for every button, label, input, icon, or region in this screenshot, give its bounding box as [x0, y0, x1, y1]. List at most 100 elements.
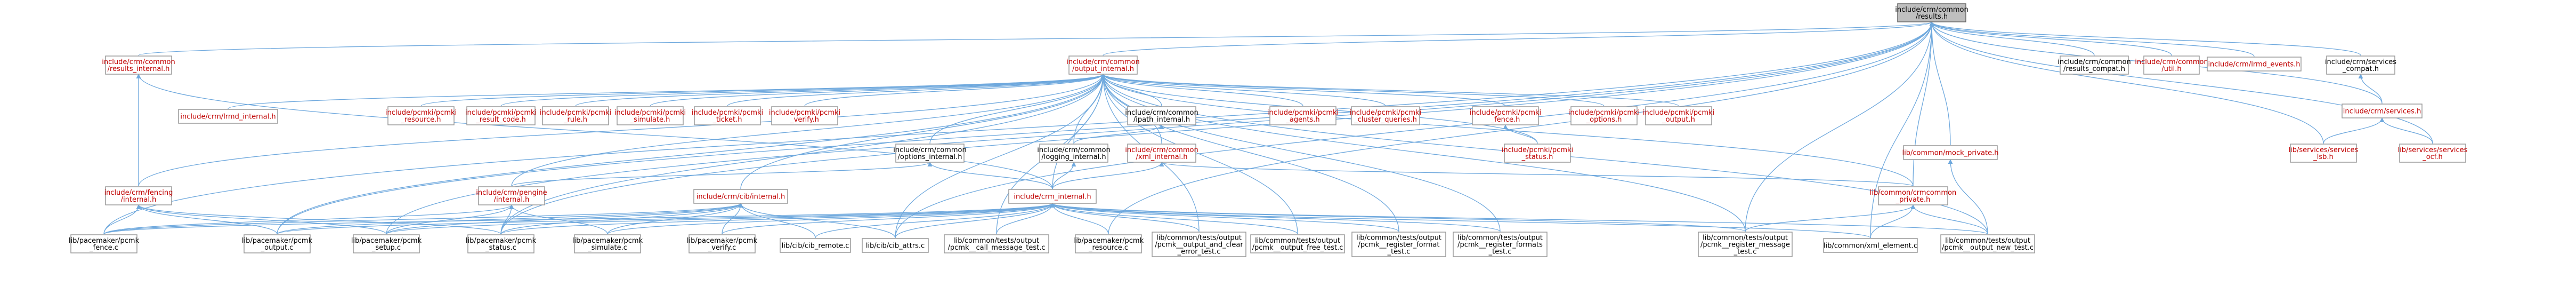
- graph-node-resource-c[interactable]: lib/pacemaker/pcmk_resource.c: [1073, 234, 1144, 253]
- node-label-line: lib/pacemaker/pcmk: [69, 237, 140, 245]
- edge-cib_internal-to-fence_c: [103, 203, 743, 235]
- graph-node-util[interactable]: include/crm/common/util.h: [2135, 55, 2208, 75]
- node-box: [70, 234, 137, 253]
- node-label-line: _ocf.h: [2422, 153, 2443, 161]
- edge-output_internal-to-pengine_internal: [511, 74, 1106, 187]
- graph-node-setup-c[interactable]: lib/pacemaker/pcmk_setup.c: [351, 234, 422, 253]
- edge-fencing_internal-to-output_c: [136, 204, 278, 235]
- graph-node-call-message-test[interactable]: lib/common/tests/output/pcmk__call_messa…: [944, 234, 1049, 253]
- node-label-line: lib/common/tests/output: [1255, 237, 1340, 245]
- graph-node-pcmki-output[interactable]: include/pcmki/pcmki_output.h: [1643, 106, 1714, 125]
- graph-node-fencing-internal[interactable]: include/crm/fencing/internal.h: [104, 186, 173, 205]
- graph-node-output-and-clear[interactable]: lib/common/tests/output/pcmk__output_and…: [1152, 232, 1246, 257]
- graph-node-fence-c[interactable]: lib/pacemaker/pcmk_fence.c: [69, 234, 140, 253]
- graph-node-lrmd-events[interactable]: include/crm/lrmd_events.h: [2207, 57, 2302, 72]
- node-box: [2290, 144, 2357, 163]
- edge-root-to-mock_private: [1929, 21, 1951, 146]
- edge-crm_internal-to-register_format: [1050, 203, 1399, 232]
- node-label-line: include/crm/lrmd_internal.h: [180, 113, 276, 121]
- graph-node-cib-remote-c[interactable]: lib/cib/cib_remote.c: [780, 238, 851, 253]
- graph-node-pcmki-resource[interactable]: include/pcmki/pcmki_resource.h: [385, 106, 457, 125]
- graph-node-verify-c[interactable]: lib/pacemaker/pcmk_verify.c: [687, 234, 758, 253]
- graph-node-xml-element-c[interactable]: lib/common/xml_element.c: [1823, 238, 1918, 253]
- node-box: [944, 234, 1049, 253]
- graph-node-output-c[interactable]: lib/pacemaker/pcmk_output.c: [242, 234, 313, 253]
- graph-node-pengine-internal[interactable]: include/crm/pengine/internal.h: [476, 186, 547, 205]
- node-label-line: include/crm/common: [1125, 109, 1198, 117]
- graph-node-register-message[interactable]: lib/common/tests/output/pcmk__register_m…: [1698, 232, 1793, 257]
- graph-node-crm-internal[interactable]: include/crm_internal.h: [1008, 189, 1097, 204]
- graph-node-output-internal[interactable]: include/crm/common/output_internal.h: [1066, 55, 1140, 75]
- graph-node-cib-internal[interactable]: include/crm/cib/internal.h: [693, 189, 788, 204]
- node-label-line: include/crm/common: [1125, 146, 1198, 154]
- edge-ipath_internal-to-logging_internal: [1073, 124, 1164, 144]
- node-label-line: lib/common/tests/output: [1356, 234, 1441, 242]
- graph-node-register-formats[interactable]: lib/common/tests/output/pcmk__register_f…: [1453, 232, 1548, 257]
- graph-node-results-compat[interactable]: include/crm/common/results_compat.h: [2057, 55, 2131, 75]
- edge-output_internal-to-crmcommon_private: [1100, 74, 1914, 187]
- graph-node-cib-attrs-c[interactable]: lib/cib/cib_attrs.c: [862, 238, 929, 253]
- node-box: [771, 106, 838, 125]
- graph-node-pcmki-agents[interactable]: include/pcmki/pcmki_agents.h: [1267, 106, 1339, 125]
- graph-node-logging-internal[interactable]: include/crm/common/logging_internal.h: [1037, 144, 1111, 163]
- graph-node-mock-private[interactable]: lib/common/mock_private.h: [1902, 145, 1999, 160]
- graph-node-pcmki-cluster-queries[interactable]: include/pcmki/pcmki_cluster_queries.h: [1350, 106, 1421, 125]
- edge-fencing_internal-to-status_c: [136, 204, 501, 235]
- node-label-line: lib/cib/cib_attrs.c: [866, 242, 925, 250]
- edge-output_internal-to-register_formats: [1100, 74, 1501, 232]
- graph-node-services-h[interactable]: include/crm/services.h: [2342, 104, 2423, 118]
- edge-crm_internal-to-register_message: [1050, 203, 1746, 232]
- graph-node-status-c[interactable]: lib/pacemaker/pcmk_status.c: [466, 234, 537, 253]
- node-label-line: lib/pacemaker/pcmk: [687, 237, 758, 245]
- graph-node-pcmki-ticket[interactable]: include/pcmki/pcmki_ticket.h: [692, 106, 763, 125]
- edge-crm_internal-to-fence_c: [103, 203, 1055, 235]
- edge-pengine_internal-to-status_c: [500, 204, 514, 235]
- edge-root-to-register_message: [1745, 21, 1934, 232]
- graph-node-output-free-test[interactable]: lib/common/tests/output/pcmk__output_fre…: [1250, 234, 1345, 253]
- graph-node-pcmki-result-code[interactable]: include/pcmki/pcmki_result_code.h: [465, 106, 537, 125]
- edge-crm_internal-to-status_c: [500, 203, 1055, 235]
- node-box: [478, 186, 545, 205]
- graph-node-pcmki-rule[interactable]: include/pcmki/pcmki_rule.h: [540, 106, 611, 125]
- edge-crm_internal-to-call_message_test: [996, 203, 1055, 235]
- graph-node-simulate-c[interactable]: lib/pacemaker/pcmk_simulate.c: [572, 234, 643, 253]
- graph-node-pcmki-fence[interactable]: include/pcmki/pcmki_fence.h: [1470, 106, 1541, 125]
- graph-node-pcmki-options[interactable]: include/pcmki/pcmki_options.h: [1568, 106, 1640, 125]
- graph-node-register-format[interactable]: lib/common/tests/output/pcmk__register_f…: [1351, 232, 1446, 257]
- graph-node-pcmki-verify[interactable]: include/pcmki/pcmki_verify.h: [769, 106, 840, 125]
- graph-node-pcmki-simulate[interactable]: include/pcmki/pcmki_simulate.h: [614, 106, 686, 125]
- node-box: [1008, 189, 1097, 204]
- node-label-line: include/crm/services.h: [2343, 108, 2421, 116]
- edge-crm_internal-to-setup_c: [386, 203, 1055, 235]
- node-label-line: /internal.h: [121, 196, 157, 204]
- node-label-line: include/crm/fencing: [104, 189, 173, 197]
- edge-fencing_internal-to-setup_c: [136, 204, 387, 235]
- graph-node-options-internal[interactable]: include/crm/common/options_internal.h: [893, 144, 967, 163]
- graph-node-xml-internal[interactable]: include/crm/common/xml_internal.h: [1125, 144, 1198, 163]
- node-label-line: /pcmk__output_and_clear: [1155, 241, 1243, 249]
- node-label-line: _verify.c: [708, 244, 736, 252]
- edge-root-to-xml_element_c: [1870, 21, 1934, 239]
- graph-node-crmcommon-private[interactable]: lib/common/crmcommon_private.h: [1870, 186, 1956, 205]
- edge-output_internal-to-status_c: [500, 74, 1106, 235]
- graph-node-lrmd-internal[interactable]: include/crm/lrmd_internal.h: [178, 109, 278, 124]
- edge-crm_internal-to-output_c: [277, 203, 1055, 235]
- graph-node-results-internal[interactable]: include/crm/common/results_internal.h: [102, 55, 175, 75]
- graph-node-services-lsb[interactable]: lib/services/services_lsb.h: [2289, 144, 2359, 163]
- edge-root-to-cib_attrs_c: [895, 21, 1934, 239]
- graph-node-services-ocf[interactable]: lib/services/services_ocf.h: [2398, 144, 2468, 163]
- graph-node-ipath-internal[interactable]: include/crm/common/ipath_internal.h: [1125, 106, 1198, 125]
- node-box: [1897, 3, 1966, 22]
- edge-cib_internal-to-status_c: [500, 203, 743, 235]
- graph-node-services-compat[interactable]: include/crm/services_compat.h: [2325, 55, 2396, 75]
- edge-root-to-services_lsb: [1929, 21, 2324, 144]
- graph-node-pcmki-status[interactable]: include/pcmki/pcmki_status.h: [1502, 144, 1573, 163]
- node-label-line: _rule.h: [563, 116, 587, 124]
- node-box: [2342, 104, 2423, 118]
- node-label-line: include/crm/common: [1066, 58, 1139, 66]
- node-box: [244, 234, 311, 253]
- node-box: [574, 234, 641, 253]
- edge-xml_internal-to-crmcommon_private: [1159, 162, 1914, 187]
- graph-node-output-new-test[interactable]: lib/common/tests/output/pcmk__output_new…: [1940, 234, 2035, 253]
- edge-crm_internal-to-xml_element_c: [1050, 203, 1871, 239]
